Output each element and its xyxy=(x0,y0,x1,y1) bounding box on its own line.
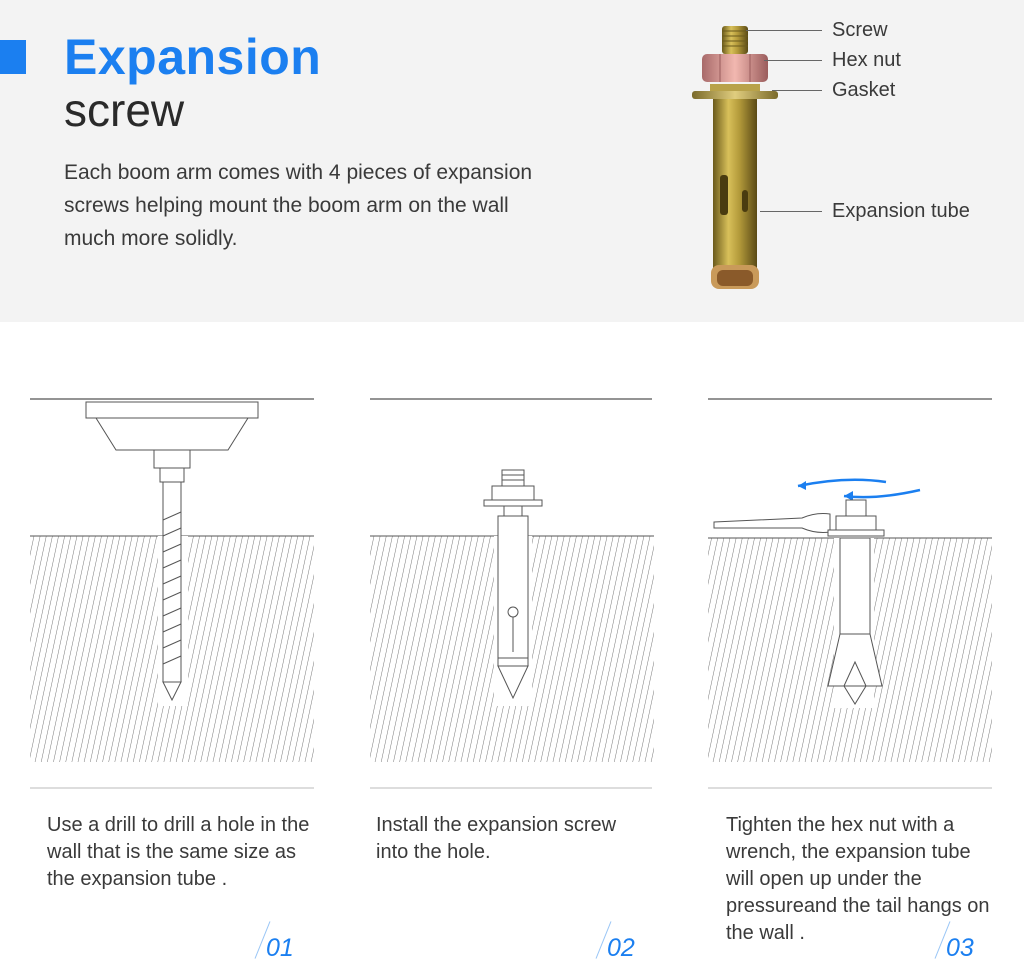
header-section: Expansion screw Each boom arm comes with… xyxy=(0,0,1024,322)
page-subtitle: screw xyxy=(64,84,185,136)
step-2-illustration xyxy=(370,398,654,789)
description-text: Each boom arm comes with 4 pieces of exp… xyxy=(64,161,533,250)
label-gasket: Gasket xyxy=(832,79,896,101)
step-3-text: Tighten the hex nut with a wrench, the e… xyxy=(726,814,990,944)
step-3-number: 03 xyxy=(946,934,974,962)
expansion-screw-photo xyxy=(692,26,778,289)
step-1-illustration xyxy=(30,398,314,789)
step-2-number: 02 xyxy=(607,934,635,962)
label-hex-nut: Hex nut xyxy=(832,49,901,71)
step-2-text: Install the expansion screw into the hol… xyxy=(376,814,617,863)
step-1-text: Use a drill to drill a hole in the wall … xyxy=(47,814,310,890)
step-1-number: 01 xyxy=(266,934,294,962)
page-title: Expansion xyxy=(64,29,322,85)
label-screw: Screw xyxy=(832,19,888,41)
step-3-illustration xyxy=(708,398,992,789)
label-expansion-tube: Expansion tube xyxy=(832,200,970,222)
accent-bar xyxy=(0,40,26,74)
